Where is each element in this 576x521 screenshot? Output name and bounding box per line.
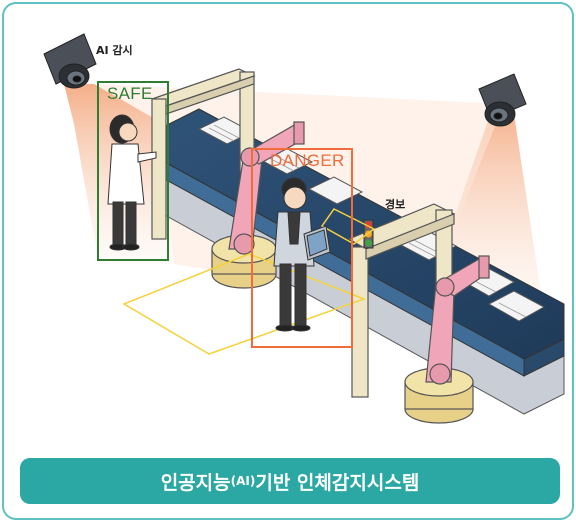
caption-text-part2: (AI) [230,474,256,488]
worker-danger [273,177,331,332]
alarm-label: 경보 [385,198,406,211]
factory-illustration [43,33,565,424]
robot-arm-middle [211,121,305,289]
safety-zone-outline [122,253,367,355]
caption-text-part3: 기반 인체감지시스템 [255,471,420,494]
gate-left [150,68,256,240]
worker-safe [107,114,157,251]
safe-detection-box [97,81,169,261]
camera-left-icon [43,33,97,89]
caption-banner: 인공지능(AI)기반 인체감지시스템 [20,458,560,504]
danger-label: DANGER [270,151,345,170]
camera-right-icon [478,73,527,127]
caption-text-part1: 인공지능 [160,471,231,494]
danger-detection-box [251,148,353,348]
safe-label: SAFE [107,84,153,103]
documents-on-belt [197,116,546,322]
ai-watch-label: AI 감시 [96,44,133,57]
robot-arm-right [404,255,490,424]
